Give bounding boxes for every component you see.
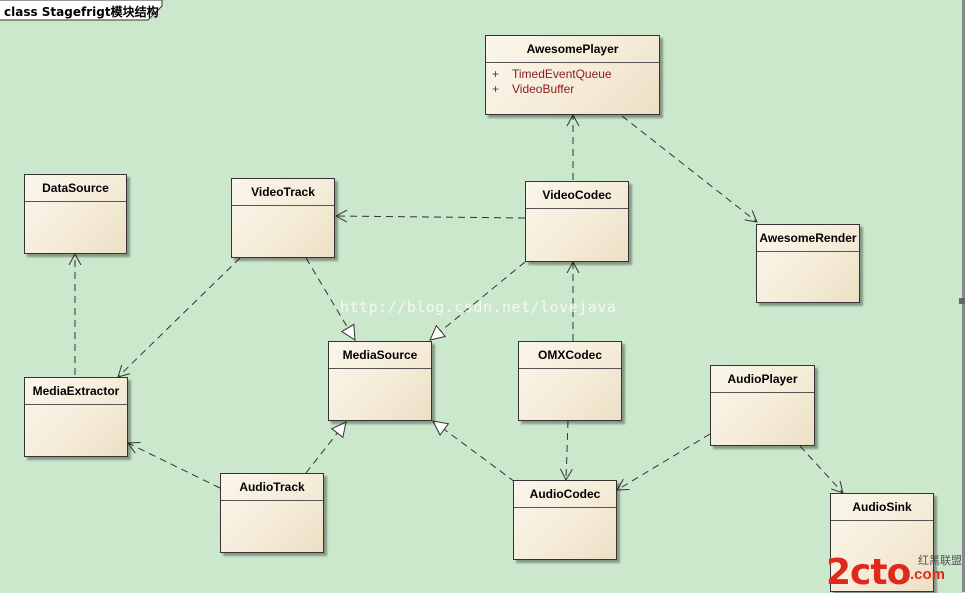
dep-omxcodec-audiocodec xyxy=(559,420,573,482)
logo-sub-text: 红黑联盟 xyxy=(918,555,962,567)
class-name: AudioPlayer xyxy=(711,366,814,393)
class-video-track[interactable]: VideoTrack xyxy=(231,178,335,258)
class-name: AudioSink xyxy=(831,494,933,521)
class-audio-player[interactable]: AudioPlayer xyxy=(710,365,815,446)
logo-main-text: 2cto xyxy=(826,552,911,593)
class-name: MediaSource xyxy=(329,342,431,369)
class-audio-codec[interactable]: AudioCodec xyxy=(513,480,617,560)
attribute-list: + TimedEventQueue + VideoBuffer xyxy=(486,63,659,101)
class-data-source[interactable]: DataSource xyxy=(24,174,127,254)
dep-awesomeplayer-awesomerender xyxy=(621,115,758,223)
attribute-item: + VideoBuffer xyxy=(492,82,653,97)
class-audio-track[interactable]: AudioTrack xyxy=(220,473,324,553)
class-name: AudioTrack xyxy=(221,474,323,501)
class-name: AudioCodec xyxy=(514,481,616,508)
dep-audioplayer-audiosink xyxy=(799,445,844,494)
attribute-visibility: + xyxy=(492,67,500,81)
class-omx-codec[interactable]: OMXCodec xyxy=(518,341,622,421)
dep-videocodec-videotrack xyxy=(334,209,526,223)
class-name: MediaExtractor xyxy=(25,378,127,405)
attribute-item: + TimedEventQueue xyxy=(492,67,653,82)
class-awesome-render[interactable]: AwesomeRender xyxy=(756,224,860,303)
class-name: DataSource xyxy=(25,175,126,202)
site-logo: 2cto 红黑联盟 .com xyxy=(826,548,964,593)
logo-domain-text: .com xyxy=(910,566,946,583)
class-name: AwesomeRender xyxy=(757,225,859,252)
gen-videotrack-mediasource xyxy=(305,257,356,341)
diagram-title: class Stagefrigt模块结构 xyxy=(4,5,159,19)
class-video-codec[interactable]: VideoCodec xyxy=(525,181,629,262)
right-edge-bar xyxy=(962,0,965,592)
attribute-name: VideoBuffer xyxy=(512,82,575,96)
attribute-visibility: + xyxy=(492,82,500,96)
class-name: VideoTrack xyxy=(232,179,334,206)
class-media-source[interactable]: MediaSource xyxy=(328,341,432,421)
class-name: VideoCodec xyxy=(526,182,628,209)
watermark-url: http://blog.csdn.net/lovejava xyxy=(340,298,617,316)
class-media-extractor[interactable]: MediaExtractor xyxy=(24,377,128,457)
attribute-name: TimedEventQueue xyxy=(512,67,612,81)
class-name: OMXCodec xyxy=(519,342,621,369)
edge-handle xyxy=(959,298,965,304)
dep-videotrack-mediaextractor xyxy=(117,257,241,378)
class-name: AwesomePlayer xyxy=(486,36,659,63)
gen-audiotrack-mediasource xyxy=(305,421,347,474)
gen-videocodec-mediasource xyxy=(429,261,526,341)
gen-audiocodec-mediasource xyxy=(432,420,516,483)
dep-audioplayer-audiocodec xyxy=(616,433,711,491)
dep-audiotrack-mediaextractor xyxy=(127,441,221,489)
class-awesome-player[interactable]: AwesomePlayer + TimedEventQueue + VideoB… xyxy=(485,35,660,115)
